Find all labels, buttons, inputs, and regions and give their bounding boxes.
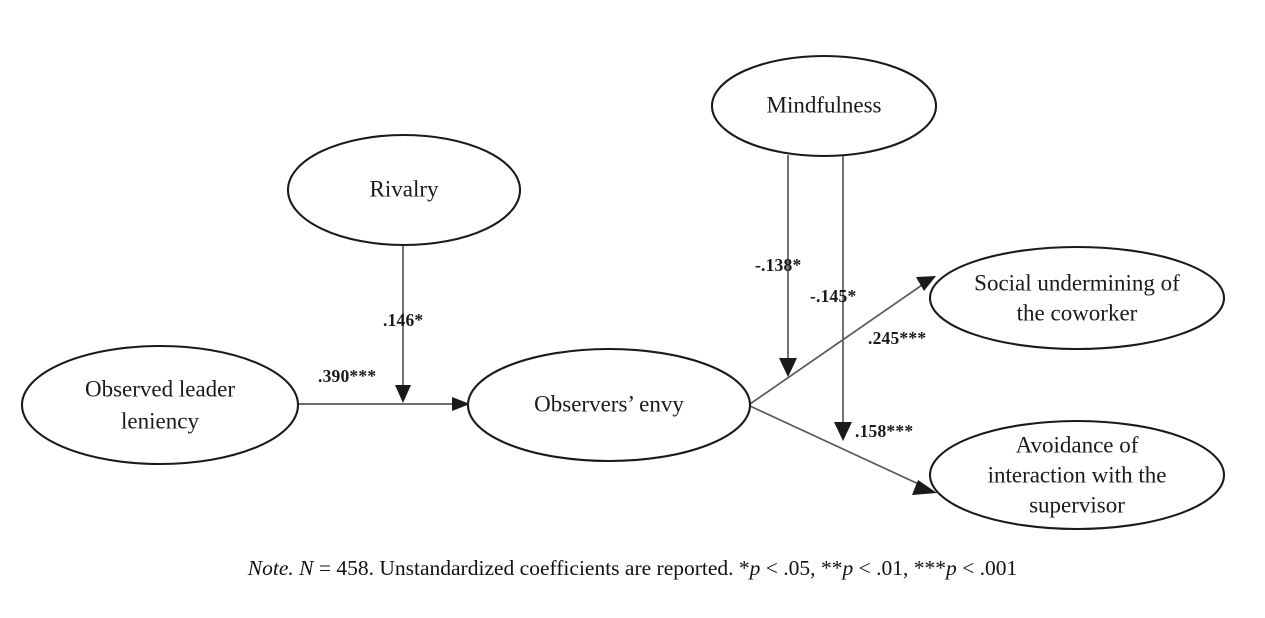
- coefficient-mindfulness-undermining: -.138*: [755, 255, 802, 275]
- note-sig1-p: p: [749, 556, 761, 580]
- note-sig2-p: p: [842, 556, 854, 580]
- node-label-undermining-line1: Social undermining of: [974, 270, 1180, 295]
- coefficient-envy-to-undermining: .245***: [868, 328, 927, 348]
- note-sig3-value: < .001: [956, 556, 1018, 580]
- path-mindfulness-moderation-avoidance: [834, 155, 852, 441]
- node-label-avoidance-line2: interaction with the: [988, 462, 1167, 487]
- node-label-leniency-line2: leniency: [121, 408, 199, 433]
- path-envy-to-avoidance: [749, 405, 937, 495]
- ellipse-avoidance-of-interaction: [928, 419, 1226, 531]
- path-leniency-to-envy: [299, 397, 470, 411]
- note-sig1-value: < .05,: [760, 556, 821, 580]
- node-mindfulness[interactable]: Mindfulness: [710, 54, 938, 158]
- note-sig3-p: p: [945, 556, 957, 580]
- node-label-avoidance-line3: supervisor: [1029, 492, 1125, 517]
- node-observed-leader-leniency[interactable]: Observed leader leniency: [20, 344, 300, 466]
- coefficient-mindfulness-avoidance: -.145*: [810, 286, 857, 306]
- node-label-mindfulness: Mindfulness: [767, 92, 882, 117]
- ellipse-mindfulness: [710, 54, 938, 158]
- ellipse-social-undermining: [928, 245, 1226, 351]
- node-social-undermining[interactable]: Social undermining of the coworker: [928, 245, 1226, 351]
- node-label-undermining-line2: the coworker: [1017, 300, 1138, 325]
- node-avoidance-of-interaction[interactable]: Avoidance of interaction with the superv…: [928, 419, 1226, 531]
- note-n-symbol: N: [299, 556, 314, 580]
- ellipse-observed-leader-leniency: [20, 344, 300, 466]
- figure-note: Note. N = 458. Unstandardized coefficien…: [0, 556, 1265, 581]
- node-label-rivalry: Rivalry: [370, 176, 439, 201]
- path-rivalry-moderation: [395, 244, 411, 403]
- note-sig2-stars: **: [820, 556, 843, 580]
- note-sig2-value: < .01,: [853, 556, 914, 580]
- coefficient-envy-to-avoidance: .158***: [855, 421, 914, 441]
- path-mindfulness-moderation-undermining: [779, 155, 797, 377]
- note-n-text: = 458. Unstandardized coefficients are r…: [313, 556, 739, 580]
- coefficient-rivalry-moderation: .146*: [383, 310, 424, 330]
- node-label-avoidance-line1: Avoidance of: [1016, 432, 1139, 457]
- coefficient-leniency-to-envy: .390***: [318, 366, 377, 386]
- node-label-observers-envy: Observers’ envy: [534, 391, 684, 416]
- note-sig3-stars: ***: [913, 556, 946, 580]
- note-sig1-stars: *: [738, 556, 750, 580]
- node-label-leniency-line1: Observed leader: [85, 376, 235, 401]
- path-envy-to-undermining: [749, 276, 936, 405]
- ellipse-rivalry: [286, 133, 522, 247]
- note-prefix: Note.: [247, 556, 294, 580]
- ellipse-observers-envy: [466, 347, 752, 463]
- node-rivalry[interactable]: Rivalry: [286, 133, 522, 247]
- node-observers-envy[interactable]: Observers’ envy: [466, 347, 752, 463]
